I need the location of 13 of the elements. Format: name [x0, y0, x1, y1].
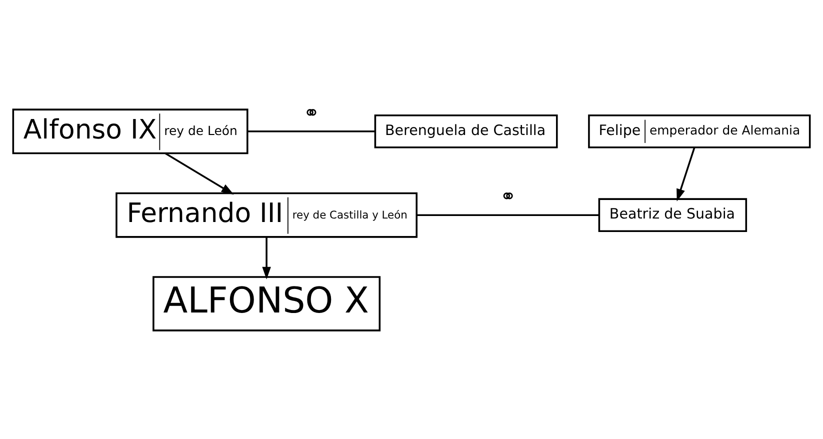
arrow [262, 236, 271, 279]
connector [416, 214, 600, 216]
node-box: Alfonso IX rey de León [12, 108, 248, 154]
arrow [676, 146, 696, 201]
node-box: Berenguela de Castilla [374, 114, 558, 148]
node-box: ALFONSO X [152, 276, 381, 331]
arrow [164, 152, 234, 194]
edge-label: ⚭ [500, 184, 516, 208]
node-box: Beatriz de Suabia [598, 198, 748, 232]
node-box: Felipe emperador de Alemania [588, 114, 811, 148]
node-box: Fernando III rey de Castilla y León [116, 192, 418, 238]
connector [247, 130, 375, 132]
edge-label: ⚭ [303, 100, 320, 124]
